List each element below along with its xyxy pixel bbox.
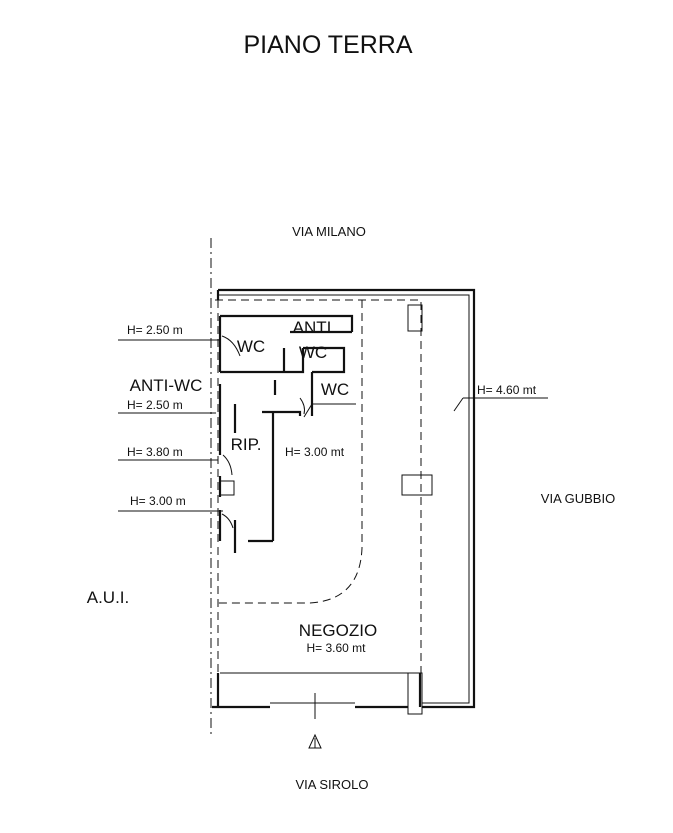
height-outer-label: H= 4.60 mt <box>477 383 537 397</box>
height-rip-label: H= 3.80 m <box>127 445 183 459</box>
room-wc-middle-label: WC <box>299 343 327 362</box>
room-negozio-label: NEGOZIO <box>299 621 377 640</box>
height-wc-label: H= 2.50 m <box>127 323 183 337</box>
entrance-arrow-icon <box>308 733 322 749</box>
service-walls <box>218 314 354 553</box>
room-wc-left-label: WC <box>237 337 265 356</box>
room-anti-wc-label: ANTI-WC <box>130 376 203 395</box>
plan-title: PIANO TERRA <box>243 31 412 59</box>
street-east-label: VIA GUBBIO <box>541 491 615 506</box>
pillar-center <box>401 474 433 496</box>
aui-label: A.U.I. <box>87 588 130 607</box>
leader-lines <box>118 339 548 512</box>
room-rip-label: RIP. <box>231 435 262 454</box>
street-north-label: VIA MILANO <box>292 224 366 239</box>
room-wc-right-label: WC <box>321 380 349 399</box>
street-south-label: VIA SIROLO <box>296 777 369 792</box>
height-center-label: H= 3.00 mt <box>285 445 345 459</box>
room-anti-label: ANTI <box>293 318 332 337</box>
door-swings <box>221 335 305 529</box>
ceiling-outline <box>215 299 422 673</box>
height-anti-wc-label: H= 2.50 m <box>127 398 183 412</box>
height-corridor-label: H= 3.00 m <box>130 494 186 508</box>
height-negozio-label: H= 3.60 mt <box>306 641 366 655</box>
outer-walls <box>212 288 476 715</box>
pillar-north <box>407 304 423 332</box>
